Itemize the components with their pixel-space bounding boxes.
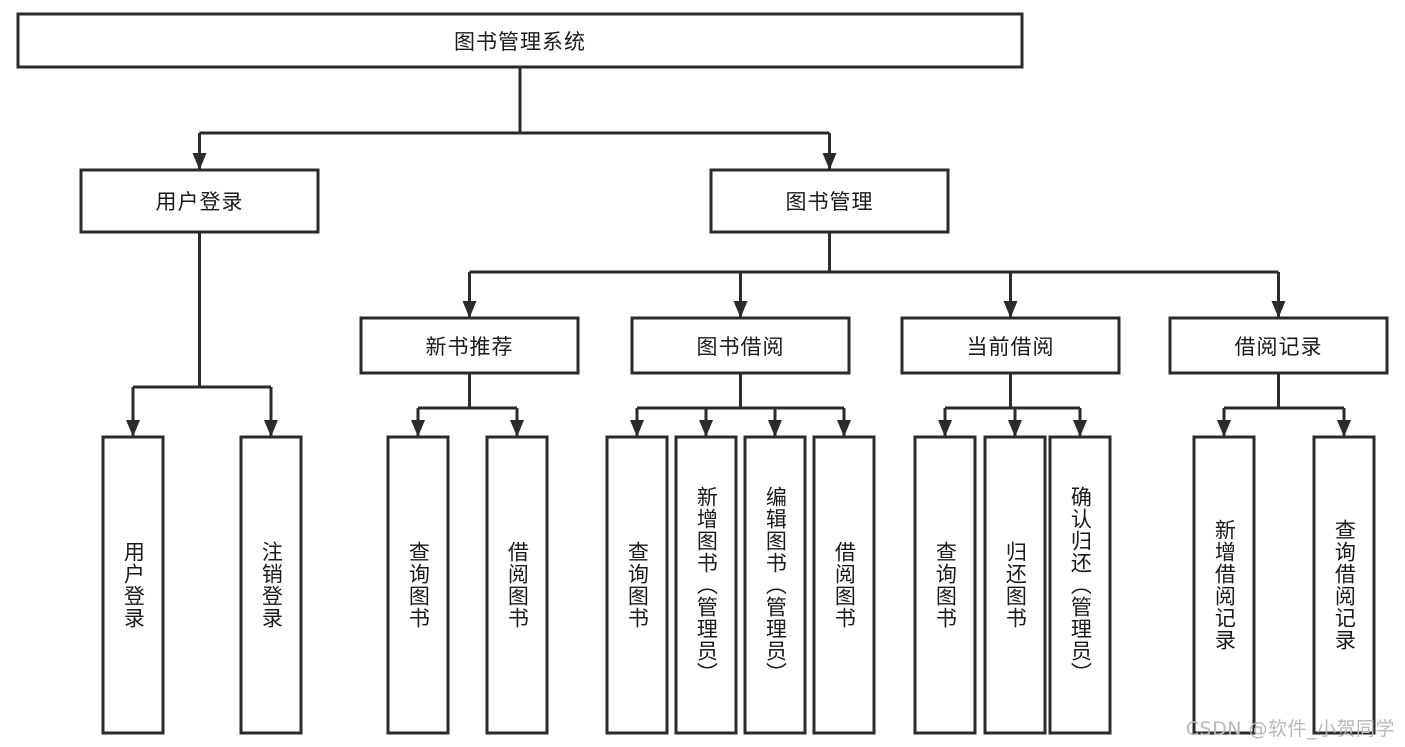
node-box-leaf-logout[interactable] (239, 435, 303, 735)
arrow-head-icon (837, 420, 851, 437)
arrow-head-icon (1008, 420, 1022, 437)
arrow-head-icon (1217, 420, 1231, 437)
node-box-n-book-mgmt[interactable] (709, 168, 950, 234)
arrow-head-icon (1073, 420, 1087, 437)
node-box-leaf-add-record[interactable] (1192, 435, 1256, 735)
arrow-head-icon (699, 420, 713, 437)
arrow-head-icon (630, 420, 644, 437)
node-box-leaf-query-book-rec[interactable] (386, 435, 450, 735)
arrow-head-icon (822, 153, 837, 170)
node-box-n-book-borrow[interactable] (630, 316, 851, 375)
node-box-n-borrow-record[interactable] (1168, 316, 1389, 375)
node-box-leaf-borrow-book-rec[interactable] (485, 435, 549, 735)
node-box-leaf-query-book-bb[interactable] (605, 435, 669, 735)
node-box-leaf-query-book-cb[interactable] (913, 435, 977, 735)
node-box-n-user-login[interactable] (79, 168, 320, 234)
node-box-n-new-book-rec[interactable] (359, 316, 580, 375)
arrow-head-icon (192, 153, 207, 170)
csdn-watermark: CSDN @软件_小贺同学 (1185, 718, 1395, 740)
arrow-head-icon (1003, 301, 1018, 318)
arrow-head-icon (264, 420, 278, 437)
node-box-leaf-confirm-return[interactable] (1048, 435, 1112, 735)
node-box-n-current-borrow[interactable] (900, 316, 1121, 375)
arrow-head-icon (1271, 301, 1286, 318)
arrow-head-icon (768, 420, 782, 437)
arrow-head-icon (733, 301, 748, 318)
arrow-head-icon (126, 420, 140, 437)
arrow-head-icon (411, 420, 425, 437)
node-box-leaf-add-book[interactable] (674, 435, 738, 735)
arrow-head-icon (510, 420, 524, 437)
node-box-leaf-edit-book[interactable] (743, 435, 807, 735)
node-box-root[interactable] (16, 12, 1024, 69)
node-box-leaf-return-book[interactable] (983, 435, 1047, 735)
arrow-head-icon (462, 301, 477, 318)
node-box-leaf-query-record[interactable] (1312, 435, 1376, 735)
connectors-layer (126, 67, 1351, 437)
boxes-layer (16, 12, 1389, 735)
node-box-leaf-user-login[interactable] (101, 435, 165, 735)
node-box-leaf-borrow-book-bb[interactable] (812, 435, 876, 735)
arrow-head-icon (1337, 420, 1351, 437)
arrow-head-icon (938, 420, 952, 437)
